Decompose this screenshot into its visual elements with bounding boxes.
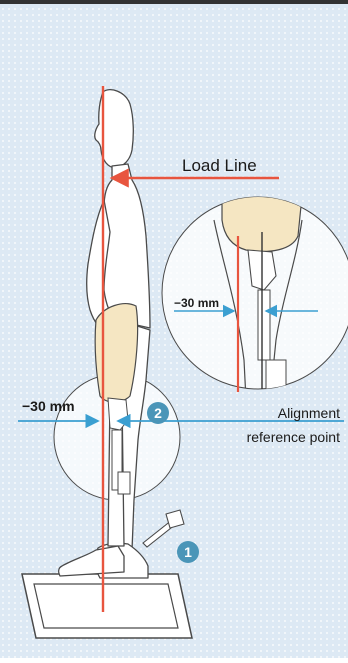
alignment-platform — [22, 574, 192, 638]
alignment-label-line1: Alignment — [278, 405, 340, 421]
step-two-badge: 2 — [147, 402, 169, 424]
load-line-label: Load Line — [182, 156, 257, 176]
inset-measure-label: −30 mm — [174, 296, 219, 310]
top-rule — [0, 0, 348, 4]
alignment-label-line2: reference point — [247, 429, 340, 445]
step-one-badge: 1 — [177, 541, 199, 563]
main-measure-label: −30 mm — [22, 398, 75, 414]
prosthetic-socket — [95, 304, 137, 402]
